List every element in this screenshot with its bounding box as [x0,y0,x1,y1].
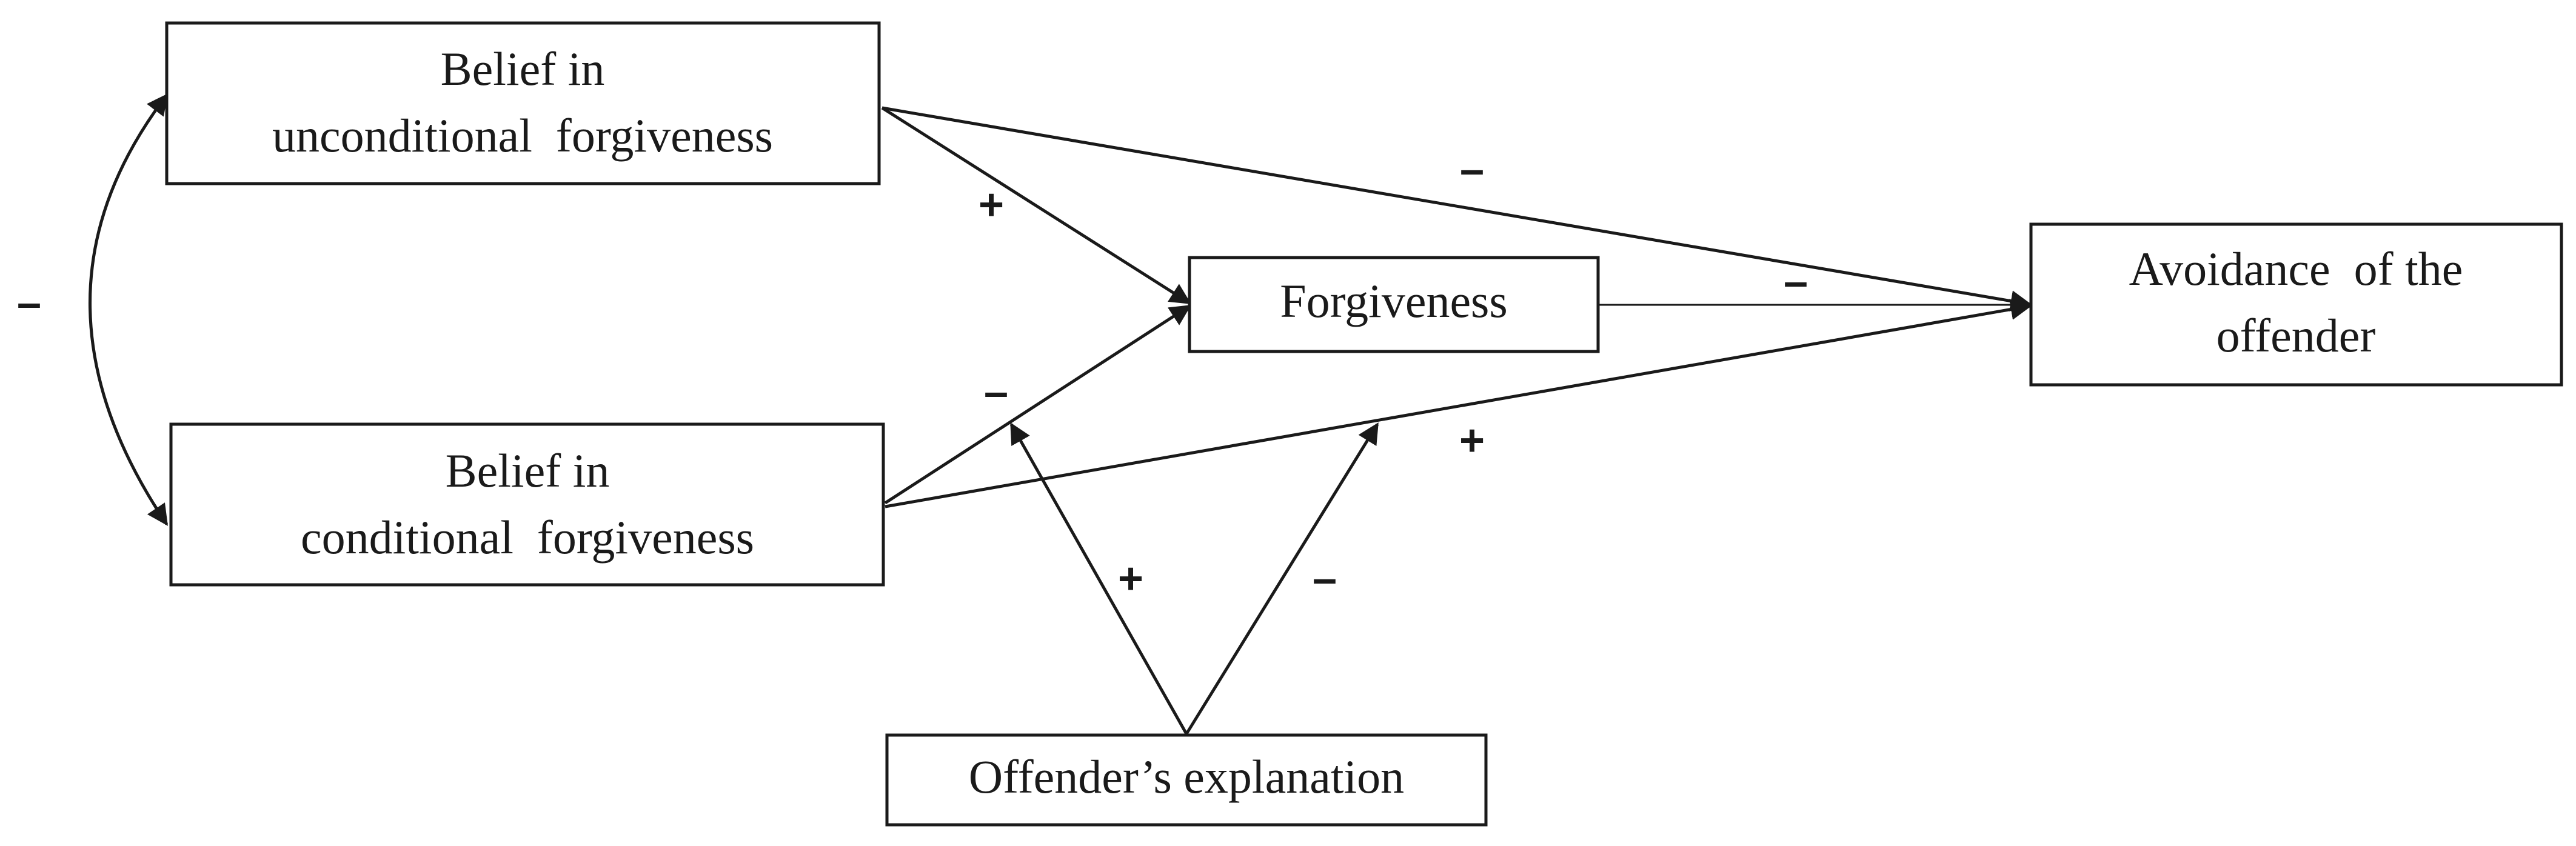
arrow-conditional-to-forgiveness [884,304,1191,505]
arrow-conditional-to-avoidance [885,299,2032,508]
node-belief-unconditional: Belief in unconditional forgiveness [165,21,881,185]
node-avoidance: Avoidance of the offender [2029,222,2563,387]
sign-conditional-to-avoidance: + [1459,416,1485,465]
node-belief-unconditional-line-2: unconditional forgiveness [272,109,773,162]
sign-unconditional-to-forgiveness: + [979,181,1004,229]
node-belief-conditional-line-1: Belief in [446,444,610,497]
node-belief-conditional-line-2: conditional forgiveness [301,511,754,564]
node-belief-unconditional-line-1: Belief in [441,42,605,95]
node-offender-explanation: Offender’s explanation [885,733,1488,827]
node-avoidance-line-2: offender [2216,309,2376,362]
node-offender-explanation-label: Offender’s explanation [969,750,1404,803]
sign-explanation-moderation-left: + [1118,555,1143,603]
correlation-arrow [89,93,169,526]
arrow-explanation-to-conditional-forgiveness-path [1009,422,1188,735]
sign-forgiveness-to-avoidance: – [1784,258,1808,306]
sign-unconditional-to-avoidance: – [1460,145,1484,194]
arrow-explanation-to-conditional-avoidance-path [1185,422,1379,735]
sign-correlation: – [17,279,41,327]
node-avoidance-line-1: Avoidance of the [2129,242,2463,295]
arrow-unconditional-to-forgiveness [881,106,1191,305]
arrow-unconditional-to-avoidance [882,106,2032,311]
node-belief-conditional: Belief in conditional forgiveness [169,422,885,587]
sign-conditional-to-forgiveness: – [984,368,1008,416]
node-forgiveness: Forgiveness [1188,256,1600,353]
sign-explanation-moderation-right: – [1313,555,1337,603]
node-forgiveness-label: Forgiveness [1280,275,1508,327]
